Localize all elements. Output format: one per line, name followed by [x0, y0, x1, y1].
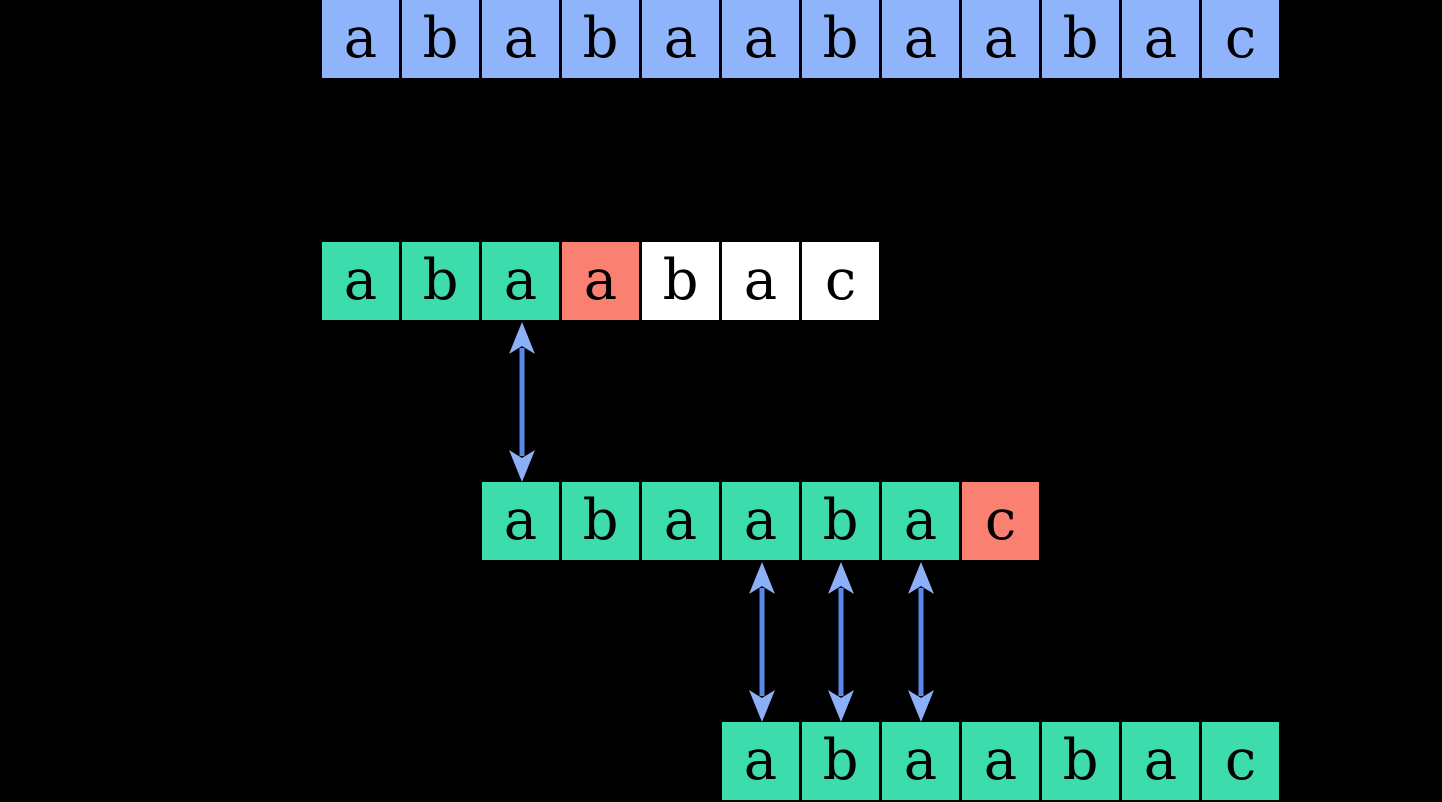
shift-arrow-4	[901, 562, 941, 722]
cell: b	[402, 242, 479, 320]
cell: a	[322, 0, 399, 78]
cell: a	[962, 0, 1039, 78]
cell: a	[482, 242, 559, 320]
cell: b	[642, 242, 719, 320]
cell: a	[562, 242, 639, 320]
cell: b	[1042, 722, 1119, 800]
cell: a	[642, 0, 719, 78]
cell: b	[802, 722, 879, 800]
cell: b	[402, 0, 479, 78]
cell: b	[562, 482, 639, 560]
cell: a	[322, 242, 399, 320]
cell: c	[802, 242, 879, 320]
cell: a	[482, 482, 559, 560]
cell: a	[482, 0, 559, 78]
cell: a	[882, 0, 959, 78]
double-arrow-icon	[509, 322, 535, 482]
cell: a	[1122, 722, 1199, 800]
cell: b	[1042, 0, 1119, 78]
cell: a	[962, 722, 1039, 800]
cell: a	[722, 722, 799, 800]
cell: a	[722, 0, 799, 78]
cell: a	[882, 722, 959, 800]
cell: b	[802, 0, 879, 78]
cell: b	[562, 0, 639, 78]
cell: a	[882, 482, 959, 560]
cell: c	[962, 482, 1039, 560]
double-arrow-icon	[749, 562, 775, 722]
cell: c	[1202, 722, 1279, 800]
shift-arrow-1	[502, 322, 542, 482]
shift-arrow-2	[742, 562, 782, 722]
cell: a	[722, 242, 799, 320]
cell: c	[1202, 0, 1279, 78]
cell: a	[642, 482, 719, 560]
shift-arrow-3	[821, 562, 861, 722]
double-arrow-icon	[828, 562, 854, 722]
double-arrow-icon	[908, 562, 934, 722]
cell: b	[802, 482, 879, 560]
cell: a	[1122, 0, 1199, 78]
cell: a	[722, 482, 799, 560]
